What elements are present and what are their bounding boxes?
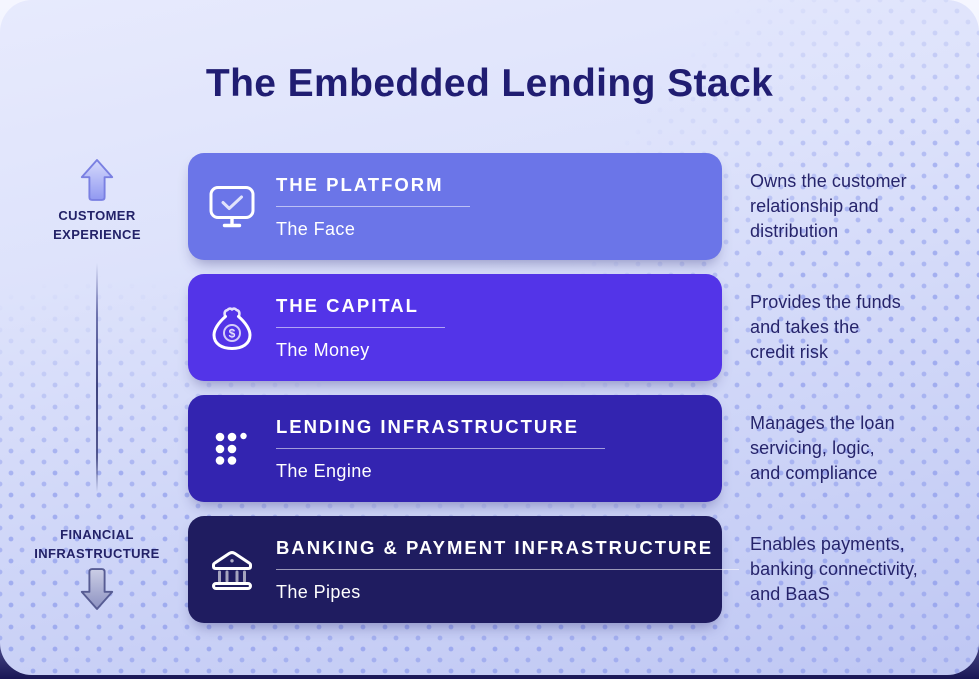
layer-text: LENDING INFRASTRUCTURE The Engine [276,416,722,482]
layer-heading: THE PLATFORM [276,174,470,207]
description-banking-payment: Enables payments, banking connectivity, … [750,534,918,604]
layer-text: THE PLATFORM The Face [276,174,722,240]
layer-platform: THE PLATFORM The Face [188,153,722,260]
layer-lending-infrastructure: LENDING INFRASTRUCTURE The Engine [188,395,722,502]
page-title: The Embedded Lending Stack [205,62,774,105]
stack-layers: THE PLATFORM The Face $ THE CAPITAL The … [188,153,740,623]
up-arrow-icon [78,157,116,208]
monitor-check-icon [188,185,276,229]
dots-grid-icon [188,429,276,469]
axis-line [96,263,98,492]
layer-heading: BANKING & PAYMENT INFRASTRUCTURE [276,537,740,570]
layer-capital: $ THE CAPITAL The Money [188,274,722,381]
svg-text:$: $ [229,326,236,340]
description-capital: Provides the funds and takes the credit … [750,292,901,362]
layer-text: THE CAPITAL The Money [276,295,722,361]
layer-subtitle: The Face [276,218,356,239]
down-arrow-icon [78,566,116,617]
money-bag-icon: $ [188,304,276,352]
layer-subtitle: The Pipes [276,581,361,602]
axis-label-customer-experience: CUSTOMER EXPERIENCE [53,208,141,242]
layer-heading: THE CAPITAL [276,295,445,328]
layer-heading: LENDING INFRASTRUCTURE [276,416,605,449]
experience-axis: CUSTOMER EXPERIENCE FINANCIAL INFRASTRUC… [22,0,172,675]
layer-banking-payment-infrastructure: BANKING & PAYMENT INFRASTRUCTURE The Pip… [188,516,740,623]
layer-text: BANKING & PAYMENT INFRASTRUCTURE The Pip… [276,537,759,603]
description-platform: Owns the customer relationship and distr… [750,171,907,241]
bank-icon [188,547,276,593]
layer-subtitle: The Engine [276,460,373,481]
axis-label-financial-infrastructure: FINANCIAL INFRASTRUCTURE [34,527,160,561]
description-lending-infrastructure: Manages the loan servicing, logic, and c… [750,413,895,483]
layer-subtitle: The Money [276,339,370,360]
layer-descriptions: Owns the customer relationship and distr… [750,153,978,623]
